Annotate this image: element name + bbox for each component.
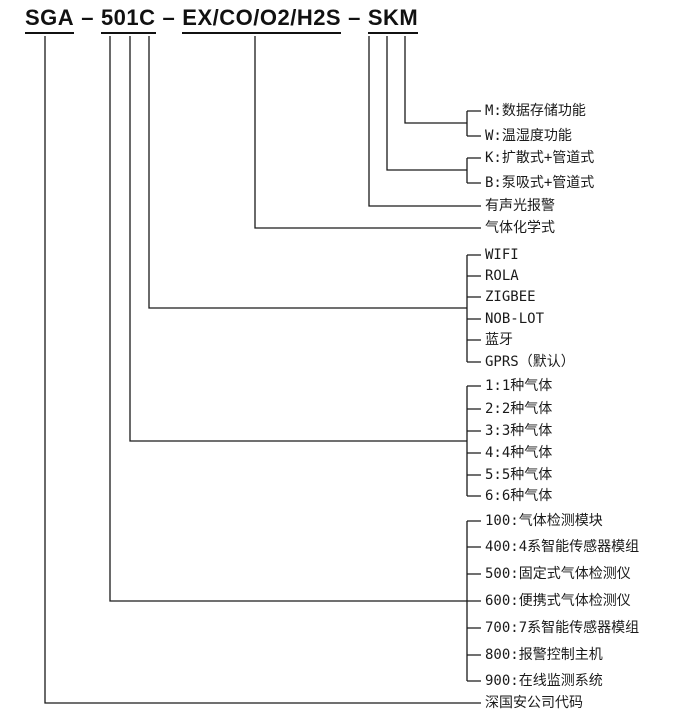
legend-item-humidity-w: W:温湿度功能 — [485, 128, 572, 144]
line-product-series — [109, 36, 467, 602]
legend-item-series-800: 800:报警控制主机 — [485, 647, 603, 663]
line-sampling — [386, 36, 467, 171]
bracket-sampling — [466, 157, 481, 184]
title-separator-3: – — [348, 5, 361, 30]
title-model-series: 501C — [100, 5, 156, 34]
bracket-gas-count — [466, 385, 481, 497]
title-separator-1: – — [81, 5, 94, 30]
bracket-communication — [466, 254, 481, 363]
legend-item-nob-lot: NOB-LOT — [485, 311, 545, 327]
model-code-title: SGA–501C–EX/CO/O2/H2S–SKM — [25, 5, 419, 34]
line-company-code — [44, 36, 481, 704]
title-company-code: SGA — [25, 5, 75, 34]
legend-item-pump-b: B:泵吸式+管道式 — [485, 175, 595, 191]
legend-item-series-400: 400:4系智能传感器模组 — [485, 539, 640, 555]
legend-item-series-600: 600:便携式气体检测仪 — [485, 593, 631, 609]
legend-item-gas-1: 1:1种气体 — [485, 378, 553, 394]
line-alarm — [368, 36, 481, 207]
legend-item-gprs-default: GPRS（默认） — [485, 354, 575, 370]
legend-item-alarm: 有声光报警 — [485, 198, 555, 214]
legend-item-company-code: 深国安公司代码 — [485, 695, 583, 711]
legend-item-rola: ROLA — [485, 268, 519, 284]
legend-item-series-100: 100:气体检测模块 — [485, 513, 603, 529]
legend-item-gas-2: 2:2种气体 — [485, 401, 553, 417]
legend-item-wifi: WIFI — [485, 247, 519, 263]
legend-item-gas-5: 5:5种气体 — [485, 467, 553, 483]
legend-item-gas-chemical: 气体化学式 — [485, 220, 555, 236]
legend-item-series-500: 500:固定式气体检测仪 — [485, 566, 631, 582]
title-suffix: SKM — [367, 5, 419, 34]
bracket-product-series — [466, 520, 481, 682]
legend-item-bluetooth: 蓝牙 — [485, 332, 513, 348]
title-gas-formula: EX/CO/O2/H2S — [182, 5, 342, 34]
line-gas-count — [129, 36, 467, 442]
legend-item-gas-4: 4:4种气体 — [485, 445, 553, 461]
title-separator-2: – — [162, 5, 176, 30]
legend-item-diffusion-k: K:扩散式+管道式 — [485, 150, 595, 166]
line-storage — [404, 36, 467, 124]
legend-item-series-700: 700:7系智能传感器模组 — [485, 620, 640, 636]
line-communication — [148, 36, 467, 309]
legend-item-storage-m: M:数据存储功能 — [485, 103, 586, 119]
line-gas-chemical — [254, 36, 481, 229]
legend-item-gas-6: 6:6种气体 — [485, 488, 553, 504]
bracket-storage — [466, 110, 481, 137]
legend-item-gas-3: 3:3种气体 — [485, 423, 553, 439]
legend-item-series-900: 900:在线监测系统 — [485, 673, 603, 689]
legend-item-zigbee: ZIGBEE — [485, 289, 536, 305]
